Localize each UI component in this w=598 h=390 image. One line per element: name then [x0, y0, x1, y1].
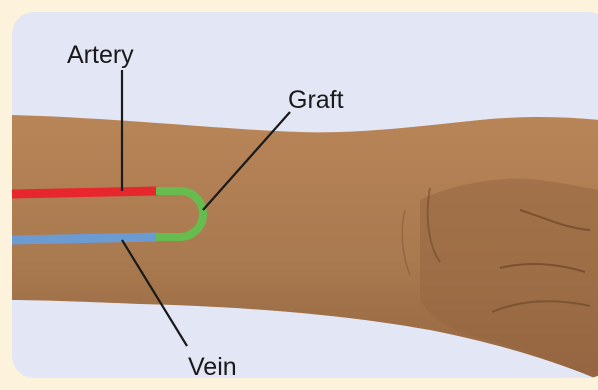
graft-label: Graft [288, 86, 344, 114]
av-graft-diagram: Artery Graft Vein [12, 12, 598, 378]
vein-vessel [12, 237, 158, 240]
diagram-panel: Artery Graft Vein [12, 12, 598, 378]
vein-label: Vein [188, 353, 237, 378]
artery-label: Artery [67, 41, 134, 69]
artery-vessel [12, 191, 158, 194]
